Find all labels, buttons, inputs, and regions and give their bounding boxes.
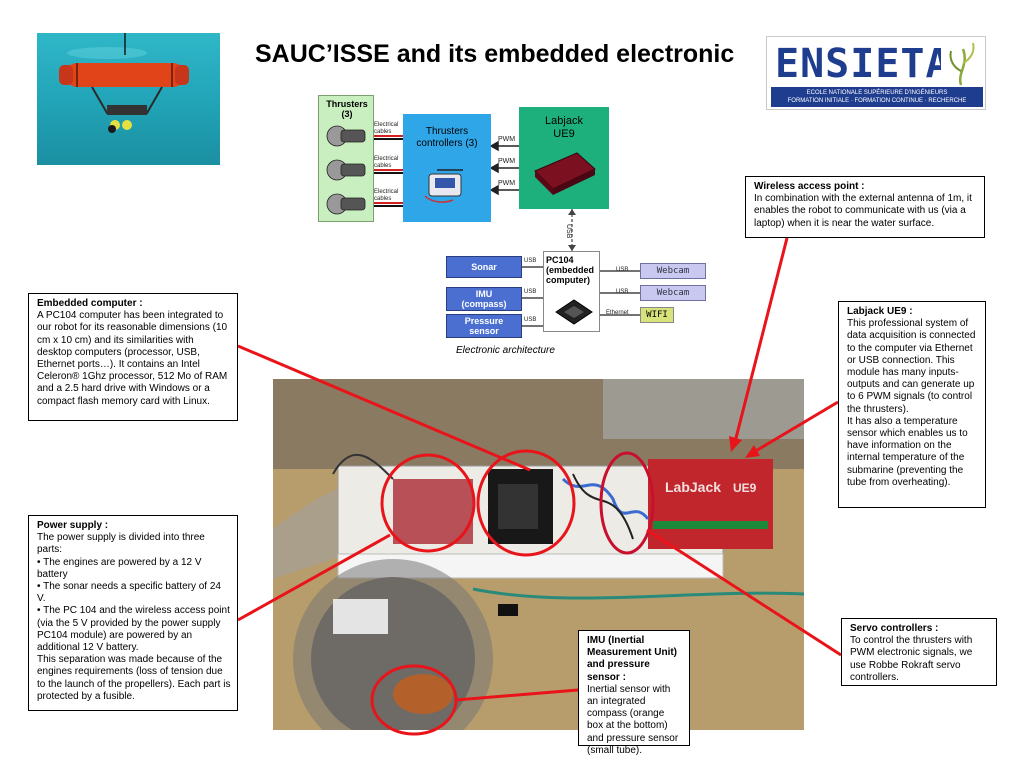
imu-block: IMU (compass) — [446, 287, 522, 311]
sonar-block: Sonar — [446, 256, 522, 278]
pressure-sensor-block: Pressure sensor — [446, 314, 522, 338]
power-note-title: Power supply : — [37, 520, 109, 531]
labjack-device-icon — [534, 152, 596, 195]
labjack-ue9-note: Labjack UE9 : This professional system o… — [838, 301, 986, 508]
pc104-board-icon — [555, 299, 593, 325]
webcam-label-2: Webcam — [656, 288, 690, 298]
labjack-brand-text: LabJack — [665, 479, 721, 495]
power-supply-highlight — [380, 453, 476, 553]
cable-label-3: Electrical cables — [374, 189, 399, 202]
wireless-note-title: Wireless access point : — [754, 181, 865, 192]
pwm-label-3: PWM — [498, 180, 516, 187]
ethernet-label: Ethernet — [606, 310, 629, 316]
imu-pressure-note: IMU (Inertial Measurement Unit) and pres… — [578, 630, 690, 756]
left-usb-label-2: USB — [524, 289, 537, 295]
imu-label: IMU (compass) — [461, 289, 507, 309]
sonar-label: Sonar — [471, 262, 497, 272]
wifi-label: WIFI — [646, 310, 668, 320]
architecture-caption: Electronic architecture — [456, 345, 555, 356]
power-supply-note: Power supply : The power supply is divid… — [28, 515, 238, 711]
servo-highlight — [599, 451, 655, 555]
controllers-label: Thrusters controllers (3) — [416, 126, 478, 149]
usb-vertical-link — [568, 209, 576, 251]
logo-subline-1: ECOLE NATIONALE SUPÉRIEURE D'INGÉNIEURS — [806, 90, 948, 96]
thruster-motors-icon — [326, 125, 366, 215]
wireless-pointer — [733, 237, 789, 443]
power-pointer — [237, 533, 391, 622]
imu-highlight — [370, 664, 458, 736]
wireless-access-point-note: Wireless access point : In combination w… — [745, 176, 985, 238]
labjack-arrowhead — [745, 445, 760, 458]
labjack-label: Labjack UE9 — [545, 115, 583, 140]
pc104-highlight — [476, 449, 576, 557]
imu-note-title: IMU (Inertial Measurement Unit) and pres… — [587, 635, 678, 683]
embedded-note-title: Embedded computer : — [37, 298, 143, 309]
pc104-block: PC104 (embedded computer) — [543, 251, 600, 332]
cable-label-2: Electrical cables — [374, 156, 399, 169]
wireless-note-body: In combination with the external antenna… — [754, 193, 972, 229]
pwm-label-2: PWM — [498, 158, 516, 165]
cable-label-1: Electrical cables — [374, 122, 399, 135]
labjack-note-body: This professional system of data acquisi… — [847, 318, 976, 488]
thrusters-block: Thrusters (3) — [318, 95, 374, 222]
servo-controller-icon — [424, 169, 463, 203]
logo-band: ECOLE NATIONALE SUPÉRIEURE D'INGÉNIEURS … — [771, 87, 983, 107]
servo-note-title: Servo controllers : — [850, 623, 939, 634]
wifi-block: WIFI — [640, 307, 674, 323]
power-note-body: The power supply is divided into three p… — [37, 532, 231, 702]
labjack-pointer — [753, 400, 839, 454]
pwm-arrows — [491, 140, 519, 196]
electronic-architecture-diagram: Thrusters (3) Electrical cables Electric… — [310, 92, 710, 362]
right-usb-label-2: USB — [616, 289, 629, 295]
embedded-note-body: A PC104 computer has been integrated to … — [37, 310, 228, 407]
right-links — [600, 270, 640, 316]
embedded-computer-note: Embedded computer : A PC104 computer has… — [28, 293, 238, 421]
page-title: SAUC’ISSE and its embedded electronic — [255, 40, 735, 68]
logo-wordmark: ENSIETA — [775, 41, 951, 87]
robot-illustration — [59, 33, 189, 133]
pressure-label: Pressure sensor — [464, 316, 504, 336]
thrusters-label: Thrusters (3) — [326, 99, 368, 119]
labjack-note-title: Labjack UE9 : — [847, 306, 913, 317]
webcam-block-2: Webcam — [640, 285, 706, 301]
logo-subline-2: FORMATION INITIALE · FORMATION CONTINUE … — [787, 98, 967, 104]
imu-note-body: Inertial sensor with an integrated compa… — [587, 683, 679, 756]
left-usb-label-3: USB — [524, 317, 537, 323]
embedded-pointer — [237, 344, 531, 472]
servo-pointer — [646, 528, 842, 657]
ensieta-logo: ENSIETA ECOLE NATIONALE SUPÉRIEURE D'ING… — [766, 36, 986, 110]
servo-note-body: To control the thrusters with PWM electr… — [850, 635, 973, 683]
servo-controllers-note: Servo controllers : To control the thrus… — [841, 618, 997, 686]
thrusters-controllers-block: Thrusters controllers (3) — [403, 114, 491, 222]
pwm-label-1: PWM — [498, 136, 516, 143]
labjack-model-text: UE9 — [733, 481, 757, 495]
left-usb-label-1: USB — [524, 258, 537, 264]
labjack-ue9-block: Labjack UE9 — [519, 107, 609, 209]
imu-pointer — [455, 688, 579, 702]
pc104-label: PC104 (embedded computer) — [546, 255, 595, 285]
logo-plant-icon — [941, 39, 981, 87]
right-usb-label-1: USB — [616, 267, 629, 273]
left-usb-links — [522, 266, 543, 327]
webcam-block-1: Webcam — [640, 263, 706, 279]
wireless-arrowhead — [729, 436, 742, 452]
webcam-label-1: Webcam — [656, 266, 690, 276]
robot-underwater-photo — [37, 33, 220, 165]
electrical-cables — [374, 135, 403, 207]
